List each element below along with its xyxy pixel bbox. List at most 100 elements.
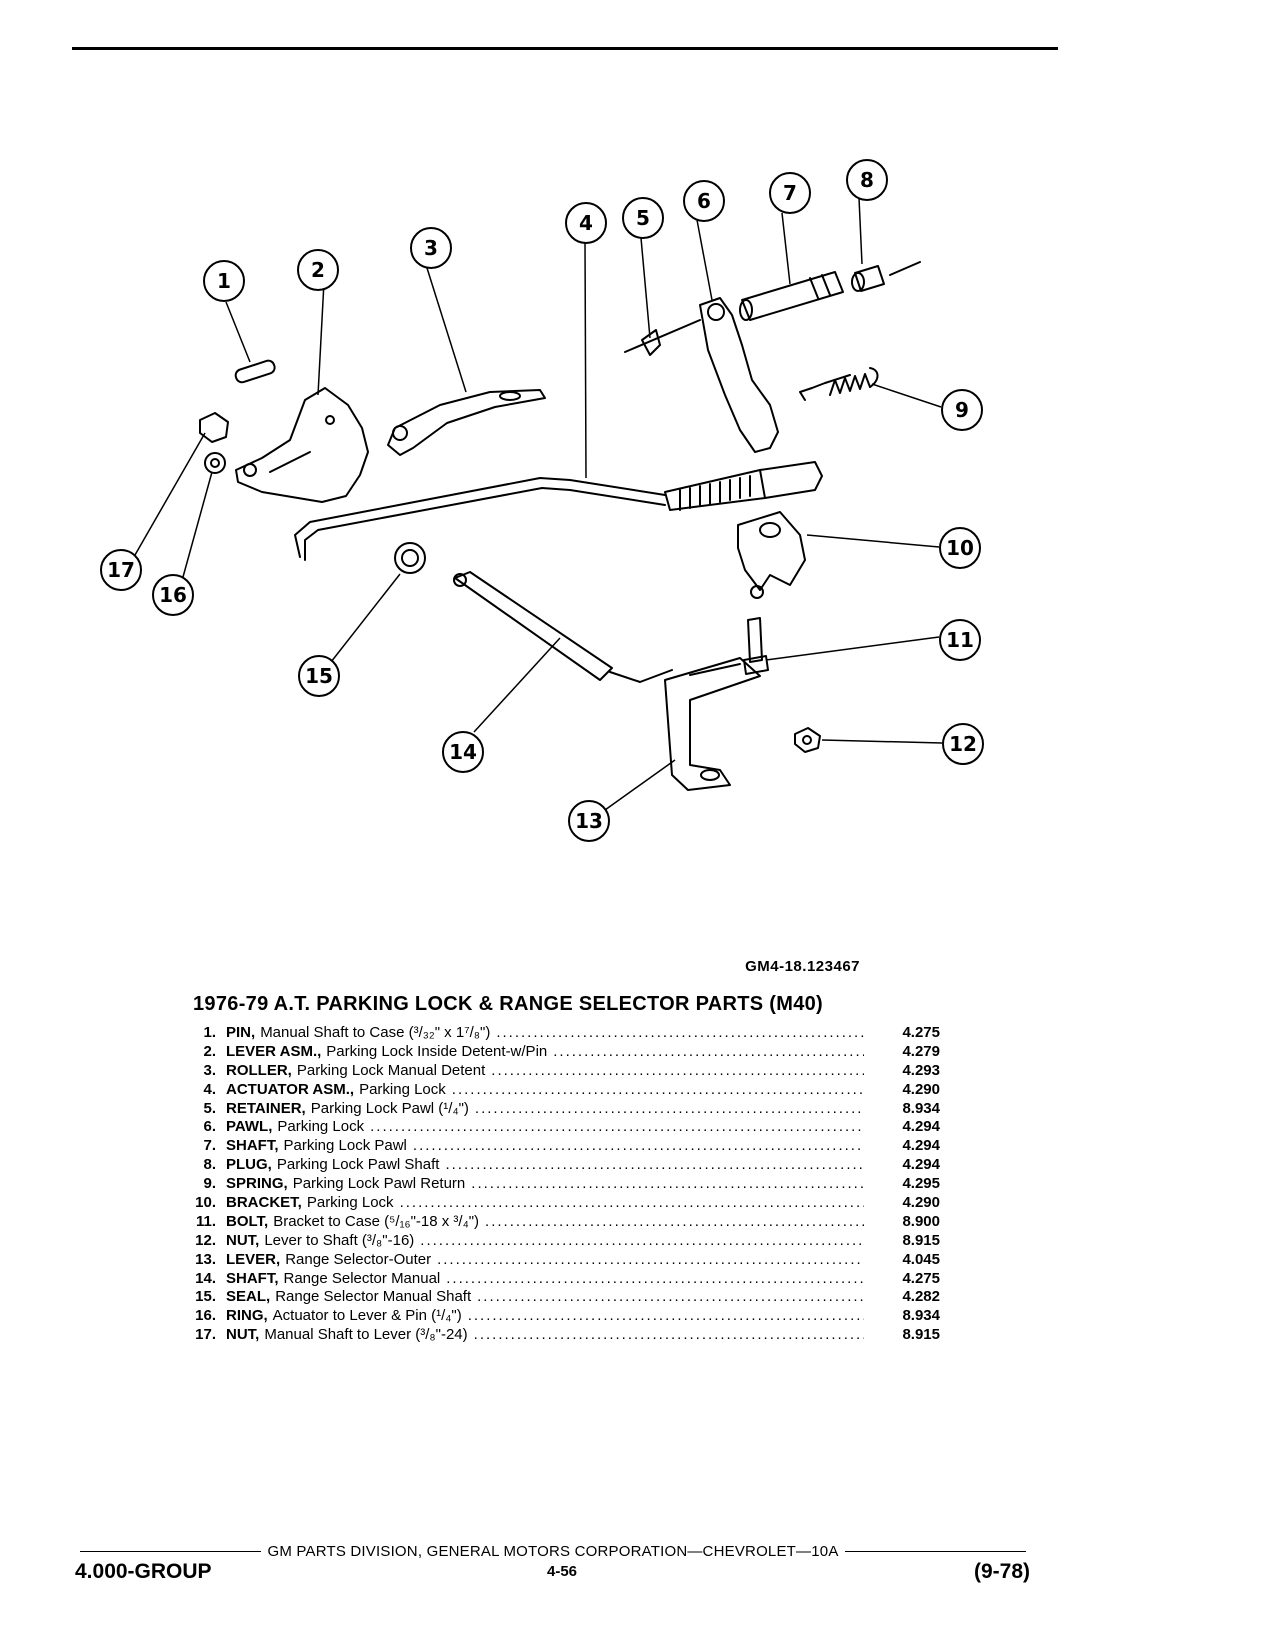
part-seal	[394, 542, 426, 574]
part-number: 3.	[203, 1061, 216, 1079]
part-description: Parking Lock	[306, 1194, 394, 1212]
leader-dots	[471, 1175, 864, 1194]
footer-group: 4.000-GROUP	[75, 1560, 212, 1583]
callout-11: 11	[946, 628, 974, 652]
part-number: 14.	[195, 1269, 216, 1287]
part-reference: 8.900	[902, 1212, 940, 1230]
part-name: SEAL,	[226, 1288, 271, 1306]
callout-17: 17	[107, 558, 135, 582]
part-number: 5.	[203, 1099, 216, 1117]
part-row: 17. NUT,Manual Shaft to Lever (³/₈"-24) 8.…	[180, 1326, 940, 1345]
callout-12: 12	[949, 732, 977, 756]
part-number: 8.	[203, 1156, 216, 1174]
part-row: 8. PLUG,Parking Lock Pawl Shaft 4.294	[180, 1156, 940, 1175]
callout-5: 5	[636, 206, 650, 230]
part-reference: 4.295	[902, 1175, 940, 1193]
part-row: 9.SPRING,Parking Lock Pawl Return4.295	[180, 1175, 940, 1194]
part-pawl	[699, 297, 779, 453]
part-reference: 4.294	[902, 1156, 940, 1174]
part-actuator-rod	[294, 461, 823, 561]
part-number: 12.	[195, 1231, 216, 1249]
footer-page-number: 4-56	[546, 1563, 578, 1580]
leader-dots	[420, 1232, 864, 1251]
part-reference: 4.294	[902, 1118, 940, 1136]
part-number: 6.	[203, 1118, 216, 1136]
callout-9: 9	[955, 398, 969, 422]
footer-publisher-line: GM PARTS DIVISION, GENERAL MOTORS CORPOR…	[80, 1543, 1026, 1560]
part-row: 16.RING,Actuator to Lever & Pin (¹/₄")8.…	[180, 1307, 940, 1326]
part-name: ACTUATOR ASM.,	[226, 1080, 355, 1098]
callout-7: 7	[783, 181, 797, 205]
leader-dots	[491, 1062, 864, 1081]
part-row: 2.LEVER ASM.,Parking Lock Inside Detent-…	[180, 1043, 940, 1062]
part-name: SHAFT,	[226, 1269, 279, 1287]
part-number: 15.	[195, 1288, 216, 1306]
callout-3: 3	[424, 236, 438, 260]
footer-rule-left	[80, 1551, 262, 1552]
part-bolt	[743, 585, 769, 675]
part-name: PIN,	[226, 1024, 256, 1041]
part-row: 7.SHAFT,Parking Lock Pawl4.294	[180, 1137, 940, 1156]
callout-1: 1	[217, 269, 231, 293]
part-bracket	[737, 511, 806, 591]
part-reference: 4.294	[902, 1137, 940, 1155]
footer-publisher: GM PARTS DIVISION, GENERAL MOTORS CORPOR…	[267, 1543, 839, 1560]
leader-dots	[452, 1081, 864, 1100]
part-reference: 4.290	[902, 1080, 940, 1098]
part-reference: 4.275	[902, 1269, 940, 1287]
part-nut-lever	[794, 727, 821, 753]
part-row: 12. NUT,Lever to Shaft (³/₈"-16) 8.915	[180, 1232, 940, 1251]
part-row: 1.PIN,Manual Shaft to Case (³/₃₂" x 1⁷/₈…	[180, 1024, 940, 1043]
leader-dots	[437, 1251, 864, 1270]
part-description: Range Selector Manual	[283, 1269, 441, 1287]
part-detent-lever	[235, 387, 369, 503]
parts-list: 1.PIN,Manual Shaft to Case (³/₃₂" x 1⁷/₈…	[180, 1024, 940, 1345]
part-name: LEVER ASM.,	[226, 1042, 322, 1060]
callout-16: 16	[159, 583, 187, 607]
part-row: 15. SEAL,Range Selector Manual Shaft 4.282	[180, 1288, 940, 1307]
part-ring	[204, 452, 226, 474]
part-number: 17.	[195, 1326, 216, 1344]
part-name: LEVER,	[226, 1250, 281, 1268]
part-name: NUT,	[226, 1231, 260, 1249]
part-name: SHAFT,	[226, 1137, 279, 1155]
part-name: PAWL,	[226, 1118, 273, 1136]
part-outer-lever	[664, 657, 761, 791]
part-reference: 4.282	[902, 1288, 940, 1306]
part-description: Parking Lock Inside Detent-w/Pin	[326, 1042, 548, 1060]
part-reference: 8.915	[902, 1231, 940, 1249]
callout-13: 13	[575, 809, 603, 833]
part-number: 10.	[195, 1194, 216, 1212]
part-number: 4.	[203, 1080, 216, 1098]
part-description: Manual Shaft to Lever (³/₈"-24)	[264, 1326, 468, 1344]
part-pin	[234, 359, 276, 384]
callout-15: 15	[305, 664, 333, 688]
part-description: Range Selector Manual Shaft	[275, 1288, 472, 1306]
part-row: 5.RETAINER,Parking Lock Pawl (¹/₄")8.934	[180, 1100, 940, 1119]
top-rule	[72, 47, 1058, 50]
part-description: Parking Lock Pawl Shaft	[276, 1156, 440, 1174]
part-name: PLUG,	[226, 1156, 272, 1174]
part-reference: 8.915	[902, 1326, 940, 1344]
leader-dots	[446, 1270, 864, 1289]
part-name: RETAINER,	[226, 1099, 306, 1117]
part-roller	[387, 389, 546, 456]
part-reference: 4.045	[902, 1250, 940, 1268]
callout-10: 10	[946, 536, 974, 560]
part-row: 11.BOLT,Bracket to Case (⁵/₁₆"-18 x ³/₄"…	[180, 1213, 940, 1232]
part-reference: 8.934	[902, 1307, 940, 1325]
leader-dots	[474, 1326, 864, 1345]
part-plug	[851, 261, 921, 292]
part-reference: 4.275	[902, 1024, 940, 1041]
part-row: 3.ROLLER,Parking Lock Manual Detent4.293	[180, 1062, 940, 1081]
leader-dots	[370, 1118, 864, 1137]
part-name: BRACKET,	[226, 1194, 302, 1212]
parts-list-title: 1976-79 A.T. PARKING LOCK & RANGE SELECT…	[193, 993, 823, 1015]
footer-rule-right	[844, 1551, 1026, 1552]
part-name: NUT,	[226, 1326, 260, 1344]
part-description: Parking Lock Manual Detent	[296, 1061, 486, 1079]
part-description: Lever to Shaft (³/₈"-16)	[264, 1231, 415, 1249]
part-description: Parking Lock	[277, 1118, 365, 1136]
leader-dots	[485, 1213, 864, 1232]
